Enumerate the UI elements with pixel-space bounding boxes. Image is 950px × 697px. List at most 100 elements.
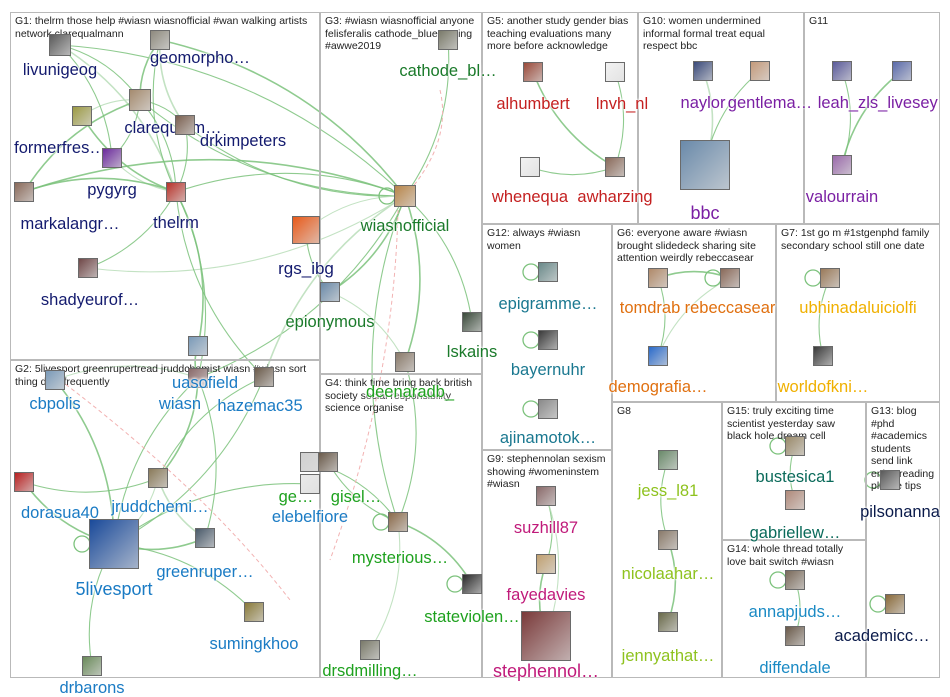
node-label: shadyeurof… — [40, 291, 140, 309]
avatar[interactable] — [14, 472, 34, 492]
group-box-g5: G5: another study gender bias teaching e… — [482, 12, 638, 224]
node-label: tomdrab — [619, 299, 681, 317]
edge — [371, 195, 406, 523]
avatar[interactable] — [658, 612, 678, 632]
avatar[interactable] — [150, 30, 170, 50]
edge — [157, 376, 265, 479]
edge — [175, 191, 204, 347]
avatar[interactable] — [49, 34, 71, 56]
group-title: G4: think time bring back british societ… — [325, 377, 473, 414]
avatar[interactable] — [188, 368, 208, 388]
avatar[interactable] — [750, 61, 770, 81]
avatar[interactable] — [394, 185, 416, 207]
node-label: uasofield — [171, 374, 239, 392]
edge — [23, 158, 406, 198]
avatar[interactable] — [648, 346, 668, 366]
edge — [23, 477, 159, 493]
edge — [263, 195, 406, 378]
avatar[interactable] — [188, 336, 208, 356]
group-title: G12: always #wiasn women — [487, 227, 581, 252]
edge — [23, 98, 141, 193]
avatar[interactable] — [785, 570, 805, 590]
edge — [197, 195, 406, 379]
node-label: ubhinadaluiciolfi — [799, 299, 917, 317]
group-box-g11: G11 — [804, 12, 940, 224]
avatar[interactable] — [885, 594, 905, 614]
avatar[interactable] — [521, 611, 571, 661]
avatar[interactable] — [360, 640, 380, 660]
avatar[interactable] — [462, 574, 482, 594]
avatar[interactable] — [78, 258, 98, 278]
avatar[interactable] — [82, 656, 102, 676]
group-box-g3: G3: #wiasn wiasnofficial anyone felisfer… — [320, 12, 482, 374]
avatar[interactable] — [536, 486, 556, 506]
avatar[interactable] — [536, 554, 556, 574]
avatar[interactable] — [605, 62, 625, 82]
edge — [139, 99, 406, 199]
avatar[interactable] — [785, 436, 805, 456]
avatar[interactable] — [892, 61, 912, 81]
node-label: livunigeog — [22, 61, 98, 79]
avatar[interactable] — [680, 140, 730, 190]
avatar[interactable] — [813, 346, 833, 366]
node-label: demografia… — [608, 378, 708, 396]
avatar[interactable] — [300, 474, 320, 494]
node-label: whenequa — [491, 188, 569, 206]
group-box-g6: G6: everyone aware #wiasn brought slided… — [612, 224, 776, 402]
avatar[interactable] — [693, 61, 713, 81]
edge — [87, 191, 177, 269]
node-label: cathode_bl… — [399, 62, 497, 80]
node-label: cbpolis — [29, 395, 81, 413]
avatar[interactable] — [832, 155, 852, 175]
avatar[interactable] — [320, 282, 340, 302]
avatar[interactable] — [166, 182, 186, 202]
avatar[interactable] — [14, 182, 34, 202]
avatar[interactable] — [318, 452, 338, 472]
avatar[interactable] — [195, 528, 215, 548]
avatar[interactable] — [520, 157, 540, 177]
avatar[interactable] — [102, 148, 122, 168]
node-label: rgs_ibg — [278, 259, 334, 278]
avatar[interactable] — [538, 330, 558, 350]
edge — [197, 377, 217, 539]
avatar[interactable] — [72, 106, 92, 126]
avatar[interactable] — [244, 602, 264, 622]
avatar[interactable] — [538, 262, 558, 282]
avatar[interactable] — [175, 115, 195, 135]
group-box-g14: G14: whole thread totally love bait swit… — [722, 540, 866, 678]
avatar[interactable] — [129, 89, 151, 111]
avatar[interactable] — [820, 268, 840, 288]
group-box-g2: G2: 5livesport greenrupertread jruddchem… — [10, 360, 320, 678]
avatar[interactable] — [292, 216, 320, 244]
avatar[interactable] — [880, 470, 900, 490]
avatar[interactable] — [605, 157, 625, 177]
avatar[interactable] — [148, 468, 168, 488]
group-box-g8: G8 — [612, 402, 722, 678]
avatar[interactable] — [523, 62, 543, 82]
group-title: G5: another study gender bias teaching e… — [487, 15, 629, 52]
group-title: G7: 1st go m #1stgenphd family secondary… — [781, 227, 930, 252]
edge — [184, 124, 406, 199]
avatar[interactable] — [462, 312, 482, 332]
node-label: stephennol… — [492, 661, 600, 681]
avatar[interactable] — [438, 30, 458, 50]
node-label: valourrain — [805, 188, 879, 206]
node-label: sumingkhoo — [209, 635, 299, 653]
avatar[interactable] — [785, 626, 805, 646]
avatar[interactable] — [658, 530, 678, 550]
avatar[interactable] — [720, 268, 740, 288]
node-label: deenaradb_ — [365, 383, 455, 401]
avatar[interactable] — [388, 512, 408, 532]
avatar[interactable] — [45, 370, 65, 390]
avatar[interactable] — [395, 352, 415, 372]
avatar[interactable] — [89, 519, 139, 569]
edge-faint — [59, 379, 291, 601]
avatar[interactable] — [254, 367, 274, 387]
avatar[interactable] — [658, 450, 678, 470]
avatar[interactable] — [785, 490, 805, 510]
edge — [403, 195, 421, 363]
avatar[interactable] — [832, 61, 852, 81]
avatar[interactable] — [300, 452, 320, 472]
avatar[interactable] — [538, 399, 558, 419]
avatar[interactable] — [648, 268, 668, 288]
